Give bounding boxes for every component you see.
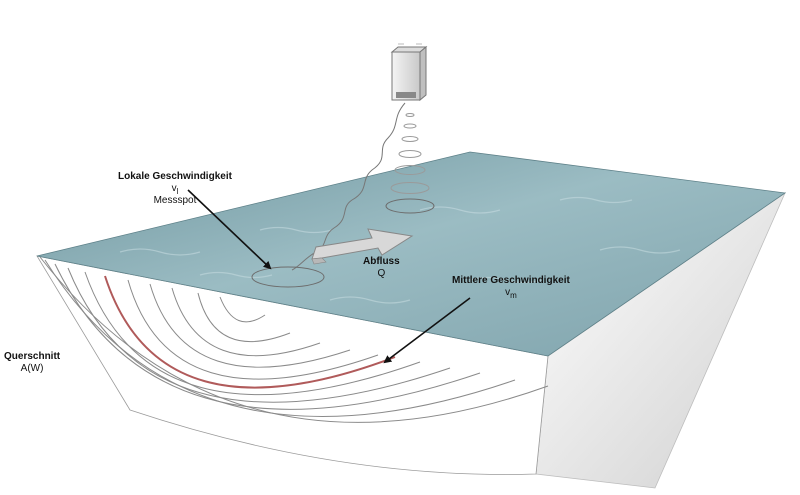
discharge-title: Abfluss	[363, 256, 400, 267]
cross-section-title: Querschnitt	[4, 351, 61, 362]
velocity-contours	[39, 256, 549, 423]
cross-section-symbol: A(W)	[20, 363, 44, 374]
label-discharge: Abfluss Q	[363, 256, 400, 280]
mean-velocity-title: Mittlere Geschwindigkeit	[452, 275, 570, 286]
water-texture	[119, 196, 681, 304]
label-mean-velocity: Mittlere Geschwindigkeit vm	[452, 275, 570, 300]
flow-direction-arrow-icon	[311, 228, 414, 265]
radar-beam	[385, 113, 435, 214]
water-surface	[36, 151, 787, 357]
local-velocity-title: Lokale Geschwindigkeit	[118, 171, 232, 182]
discharge-symbol: Q	[377, 268, 386, 279]
pointer-local-velocity	[187, 189, 272, 270]
pointer-mean-velocity	[383, 297, 471, 364]
measuring-spot-label: Messspot	[153, 195, 197, 206]
mean-velocity-contour	[104, 275, 396, 389]
label-local-velocity: Lokale Geschwindigkeit vl Messspot	[118, 171, 232, 207]
measuring-spot	[251, 266, 325, 288]
radar-sensor-icon	[390, 45, 428, 102]
label-cross-section: Querschnitt A(W)	[4, 351, 60, 375]
cross-section-face	[36, 255, 549, 475]
mean-velocity-symbol: vm	[505, 287, 517, 300]
local-velocity-symbol: vl	[171, 183, 179, 196]
